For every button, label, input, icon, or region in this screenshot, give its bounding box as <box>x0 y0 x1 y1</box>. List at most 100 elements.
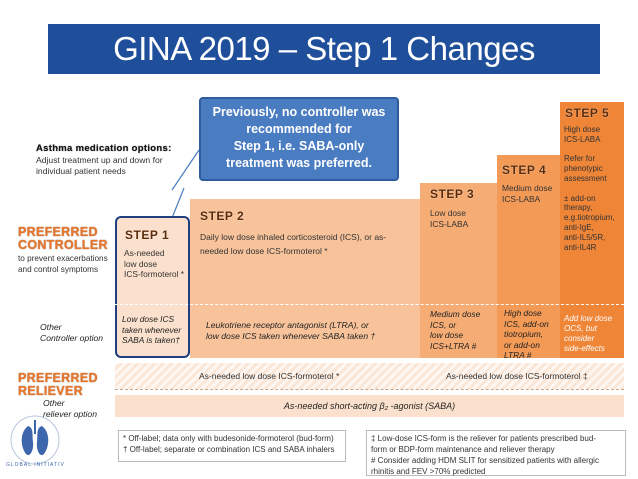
gina-logo-icon <box>10 415 60 465</box>
footnote-left: * Off-label; data only with budesonide-f… <box>118 430 346 462</box>
options-sub-2: individual patient needs <box>36 165 126 176</box>
callout-line: treatment was preferred. <box>226 156 372 170</box>
other-reliever-row: As-needed short-acting β₂ -agonist (SABA… <box>115 395 624 417</box>
other-reliever-label: Other reliever option <box>43 398 97 419</box>
step2-preferred-line: Daily low dose inhaled corticosteroid (I… <box>200 232 387 242</box>
step3-preferred: Low dose ICS-LABA <box>430 208 494 229</box>
step1-other-line: SABA is taken† <box>122 335 180 346</box>
footnote-line: † Off-label; separate or combination ICS… <box>123 445 335 454</box>
step3-other-line: low dose <box>430 330 464 341</box>
page-title-text: GINA 2019 – Step 1 Changes <box>113 30 535 67</box>
step3-preferred-line: Low dose <box>430 208 466 218</box>
step5-other-line: side-effects <box>564 344 605 353</box>
step1-other-line: taken whenever <box>122 324 182 335</box>
step4-other-line: High dose <box>504 308 542 318</box>
step1-preferred: As-needed low dose ICS-formoterol * <box>124 248 188 280</box>
other-reliever-line-1: Other <box>43 398 65 408</box>
step1-name: STEP 1 <box>125 228 170 242</box>
step3-other-line: Medium dose <box>430 309 481 319</box>
step5-preferred-line: High dose <box>564 125 601 134</box>
step5-preferred-line: anti-IL4R <box>564 242 597 252</box>
step5-other-line: OCS, but <box>564 324 597 333</box>
callout-box: Previously, no controller was recommende… <box>199 97 399 181</box>
step5-preferred-line: Refer for <box>564 154 596 164</box>
preferred-reliever-label: PREFERRED RELIEVER <box>18 372 98 398</box>
step5-preferred-line: anti-IgE, <box>564 222 594 232</box>
reliever-divider <box>115 389 624 390</box>
step5-preferred: High dose ICS-LABA Refer for phenotypic … <box>564 125 624 252</box>
step1-column <box>115 216 190 358</box>
step2-preferred: Daily low dose inhaled corticosteroid (I… <box>200 230 416 258</box>
step4-preferred: Medium dose ICS-LABA <box>502 183 560 204</box>
other-controller-label: Other Controller option <box>40 322 103 343</box>
callout-line: recommended for <box>246 122 352 136</box>
step5-preferred-line: e.g.tiotropium, <box>564 213 615 223</box>
step3-preferred-line: ICS-LABA <box>430 218 469 229</box>
options-sub-1: Adjust treatment up and down for <box>36 155 163 165</box>
options-block: Asthma medication options: Adjust treatm… <box>36 142 196 176</box>
step4-other-line: or add-on <box>504 339 540 350</box>
step2-name: STEP 2 <box>200 209 245 223</box>
callout-connector <box>171 149 200 191</box>
step1-connector <box>171 187 185 219</box>
other-controller-line-2: Controller option <box>40 332 104 343</box>
callout-line: Previously, no controller was <box>212 105 386 119</box>
reliever-right-text: As-needed low dose ICS-formoterol ‡ <box>446 371 588 381</box>
step4-other: High dose ICS, add-on tiotropium, or add… <box>504 308 560 361</box>
step5-other-line: consider <box>564 334 595 343</box>
step2-column <box>190 199 420 358</box>
step5-spacer <box>564 145 624 155</box>
footnote-line: ‡ Low-dose ICS-form is the reliever for … <box>371 434 596 443</box>
preferred-reliever-row: As-needed low dose ICS-formoterol * As-n… <box>115 363 624 389</box>
preferred-reliever-line-1: PREFERRED <box>18 371 98 385</box>
step5-other: Add low dose OCS, but consider side-effe… <box>564 314 624 354</box>
step4-preferred-line: ICS-LABA <box>502 193 541 204</box>
other-reliever-text: As-needed short-acting β₂ -agonist (SABA… <box>283 401 456 411</box>
preferred-controller-line-1: PREFERRED <box>18 225 98 239</box>
step2-other-line: Leukotriene receptor antagonist (LTRA), … <box>206 320 369 330</box>
footnote-line: # Consider adding HDM SLIT for sensitize… <box>371 456 599 465</box>
step4-name: STEP 4 <box>502 163 547 177</box>
step5-preferred-line: assessment <box>564 173 607 183</box>
step3-name: STEP 3 <box>430 187 475 201</box>
step4-other-line: LTRA # <box>504 350 532 361</box>
controller-divider <box>115 304 624 305</box>
step1-preferred-line: low dose <box>124 258 158 269</box>
step2-other: Leukotriene receptor antagonist (LTRA), … <box>206 320 418 341</box>
gina-logo: GLOBAL INITIATIVE FOR ASTHMA <box>6 410 64 472</box>
step5-spacer <box>564 184 624 194</box>
logo-text: GLOBAL INITIATIVE FOR ASTHMA <box>6 462 64 468</box>
step5-preferred-line: ICS-LABA <box>564 134 601 144</box>
step4-preferred-line: Medium dose <box>502 183 553 193</box>
step4-other-line: tiotropium, <box>504 329 544 340</box>
step1-preferred-line: As-needed <box>124 248 165 258</box>
step3-column <box>420 183 497 358</box>
callout-line: Step 1, i.e. SABA-only <box>233 139 365 153</box>
step5-preferred-line: ± add-on <box>564 193 596 203</box>
step5-preferred-line: anti-IL5/5R, <box>564 232 606 242</box>
footnote-line: form or BDP-form maintenance and relieve… <box>371 445 555 454</box>
controller-sub-2: and control symptoms <box>18 264 99 274</box>
preferred-reliever-line-2: RELIEVER <box>18 384 83 398</box>
step4-column <box>497 155 560 358</box>
step3-other: Medium dose ICS, or low dose ICS+LTRA # <box>430 309 494 351</box>
controller-sub-1: to prevent exacerbations <box>18 254 108 263</box>
step1-other-line: Low dose ICS <box>122 314 175 324</box>
step5-name: STEP 5 <box>565 106 610 120</box>
footnote-line: rhinitis and FEV >70% predicted <box>371 467 486 476</box>
page-title: GINA 2019 – Step 1 Changes <box>48 24 600 74</box>
other-controller-line-1: Other <box>40 322 62 332</box>
reliever-left-text: As-needed low dose ICS-formoterol * <box>199 371 340 381</box>
step3-other-line: ICS+LTRA # <box>430 340 477 351</box>
step2-preferred-line: needed low dose ICS-formoterol * <box>200 246 328 256</box>
footnote-line: * Off-label; data only with budesonide-f… <box>123 434 334 443</box>
step1-other: Low dose ICS taken whenever SABA is take… <box>122 314 188 346</box>
preferred-controller-label: PREFERRED CONTROLLER to prevent exacerba… <box>18 226 108 275</box>
step5-preferred-line: therapy, <box>564 203 593 213</box>
footnote-right: ‡ Low-dose ICS-form is the reliever for … <box>366 430 626 476</box>
step3-other-line: ICS, or <box>430 319 457 330</box>
other-reliever-line-2: reliever option <box>43 408 97 419</box>
options-heading: Asthma medication options: <box>36 143 172 154</box>
step2-other-line: low dose ICS taken whenever SABA taken † <box>206 330 376 341</box>
